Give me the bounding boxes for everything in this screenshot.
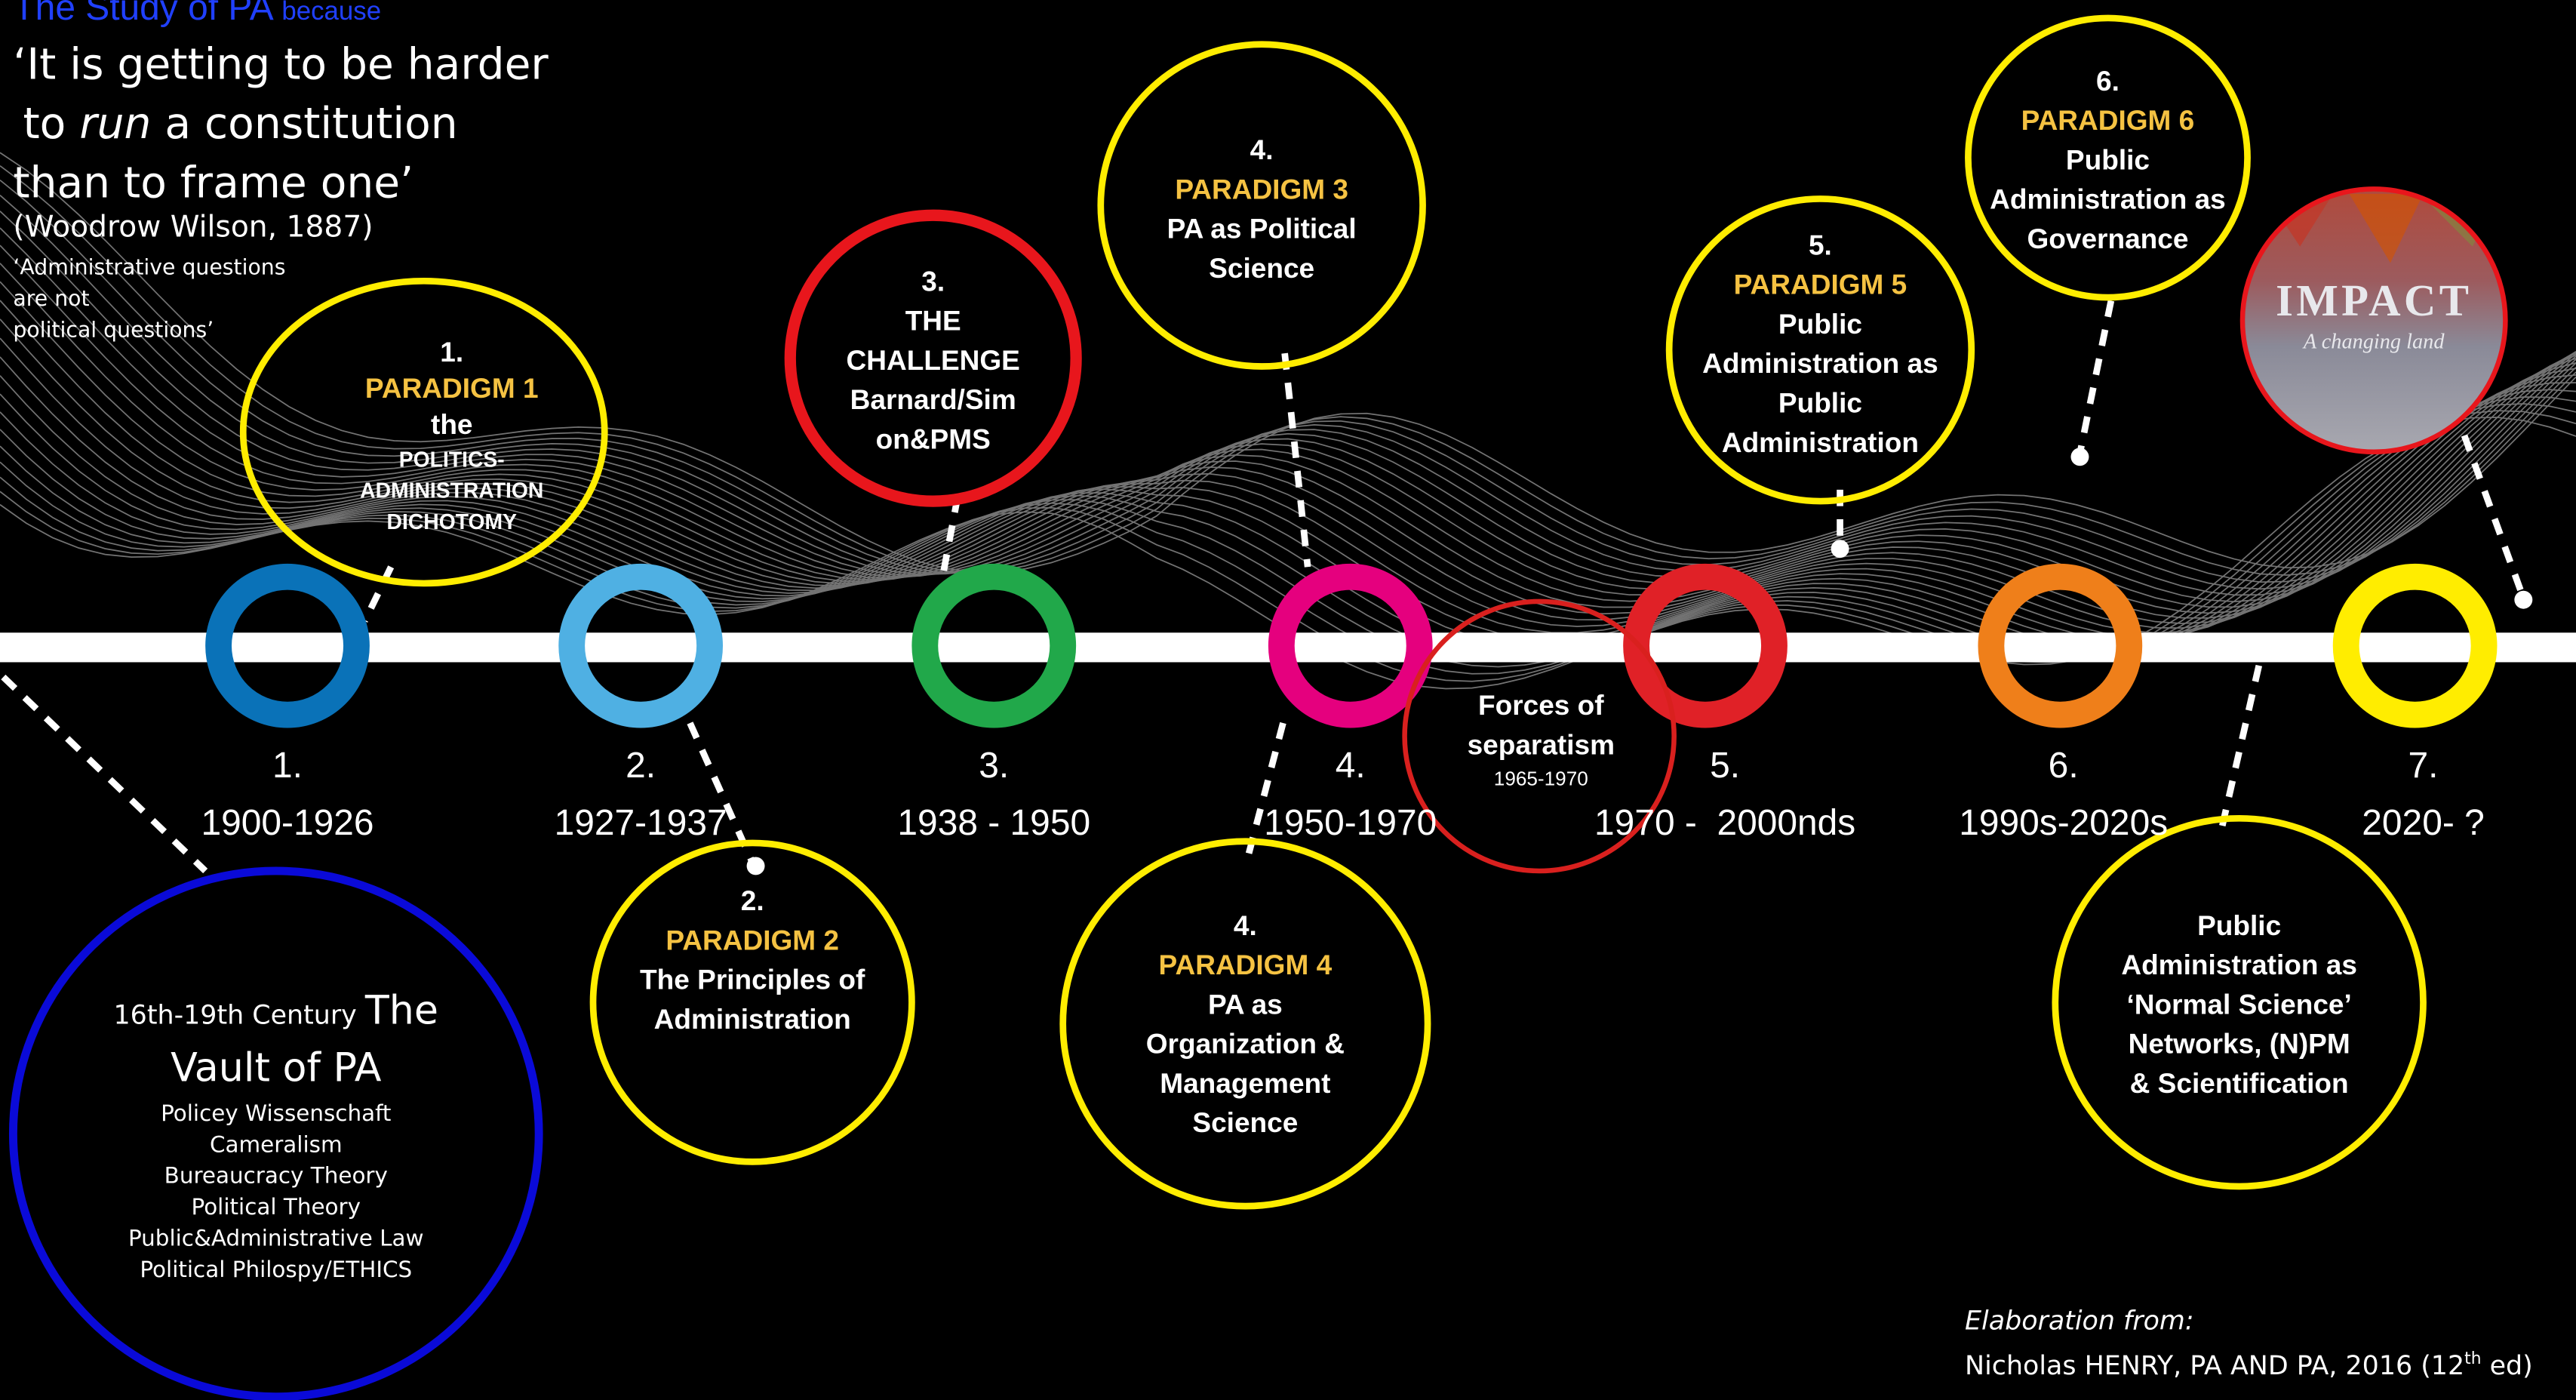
wave-line bbox=[0, 227, 2576, 602]
quote-line-1: ‘It is getting to be harder bbox=[13, 41, 549, 91]
connector-dots bbox=[746, 448, 2533, 875]
wave-line bbox=[0, 263, 2576, 614]
timeline-node-4 bbox=[1268, 563, 1433, 728]
header-title-line: The Study of PA because bbox=[13, 0, 381, 29]
year-label-3: 3.1938 - 1950 bbox=[897, 744, 1091, 843]
header-title: The Study of PA bbox=[13, 0, 272, 29]
wave-line bbox=[0, 281, 2576, 619]
footer-line-2: Nicholas HENRY, PA AND PA, 2016 (12th ed… bbox=[1965, 1349, 2533, 1381]
normal-science-text: Public Administration as ‘Normal Science… bbox=[2121, 910, 2357, 1100]
quote-line-3: than to frame one’ bbox=[13, 159, 414, 209]
year-label-2: 2.1927-1937 bbox=[554, 744, 727, 843]
vault-ring bbox=[9, 866, 543, 1400]
year-label-7: 7.2020- ? bbox=[2362, 744, 2485, 843]
paradigm-5-text: 5. PARADIGM 5 Public Administration as P… bbox=[1702, 229, 1938, 459]
paradigm-5-ring bbox=[1665, 195, 1975, 505]
paradigm-4-ring bbox=[1059, 838, 1431, 1210]
paradigm-3-ring bbox=[1097, 41, 1426, 370]
bubble-rings bbox=[9, 14, 2427, 1400]
quote-line-2: to run a constitution bbox=[23, 100, 458, 150]
wave-line bbox=[0, 245, 2576, 608]
paradigm-1-text: 1. PARADIGM 1 the POLITICS- ADMINISTRATI… bbox=[360, 336, 544, 534]
paradigm-6-ring bbox=[1965, 14, 2251, 301]
wave-line bbox=[0, 211, 2576, 596]
sub-quote: ‘Administrative questions are not politi… bbox=[13, 256, 286, 344]
paradigm-6-text: 6. PARADIGM 6 Public Administration as G… bbox=[1990, 66, 2226, 255]
year-label-6: 6.1990s-2020s bbox=[1959, 744, 2169, 843]
timeline-node-1 bbox=[205, 563, 370, 728]
footer-line-1: Elaboration from: bbox=[1965, 1304, 2194, 1337]
footer-credit: Elaboration from: Nicholas HENRY, PA AND… bbox=[1965, 1301, 2533, 1386]
timeline-node-2 bbox=[558, 563, 724, 728]
separatism-ring bbox=[1402, 598, 1677, 874]
paradigm-4-text: 4. PARADIGM 4 PA as Organization & Manag… bbox=[1145, 910, 1345, 1139]
year-label-4: 4.1950-1970 bbox=[1264, 744, 1437, 843]
impact-title: IMPACT bbox=[2276, 275, 2473, 326]
normal-science-ring bbox=[2052, 814, 2427, 1190]
impact-image bbox=[2242, 189, 2506, 452]
challenge-ring bbox=[784, 209, 1082, 507]
timeline-node-3 bbox=[911, 563, 1077, 728]
quote-attribution: (Woodrow Wilson, 1887) bbox=[13, 210, 373, 245]
impact-ring bbox=[2239, 186, 2508, 455]
header-title-suffix: because bbox=[281, 0, 382, 26]
wave-line bbox=[0, 318, 2576, 629]
wave-line bbox=[0, 195, 2576, 590]
paradigm-3-text: 4. PARADIGM 3 PA as Political Science bbox=[1167, 134, 1357, 285]
wilson-quote: ‘It is getting to be harder to run a con… bbox=[13, 36, 548, 214]
wave-line bbox=[0, 179, 2576, 583]
year-label-5: 5.1970 - 2000nds bbox=[1594, 744, 1856, 843]
paradigm-2-text: 2. PARADIGM 2 The Principles of Administ… bbox=[640, 885, 865, 1035]
timeline-node-7 bbox=[2332, 563, 2498, 728]
year-label-1: 1.1900-1926 bbox=[201, 744, 374, 843]
wave-line bbox=[0, 300, 2576, 624]
paradigm-2-ring bbox=[589, 839, 915, 1165]
paradigm-1-ring bbox=[239, 277, 608, 587]
separatism-text: Forces of separatism 1965-1970 bbox=[1467, 690, 1615, 791]
timeline-node-6 bbox=[1978, 563, 2143, 728]
challenge-text: 3. THE CHALLENGE Barnard/Sim on&PMS bbox=[846, 266, 1020, 456]
vault-text: 16th-19th Century The Vault of PA Police… bbox=[113, 987, 439, 1284]
impact-subtitle: A changing land bbox=[2303, 328, 2445, 354]
